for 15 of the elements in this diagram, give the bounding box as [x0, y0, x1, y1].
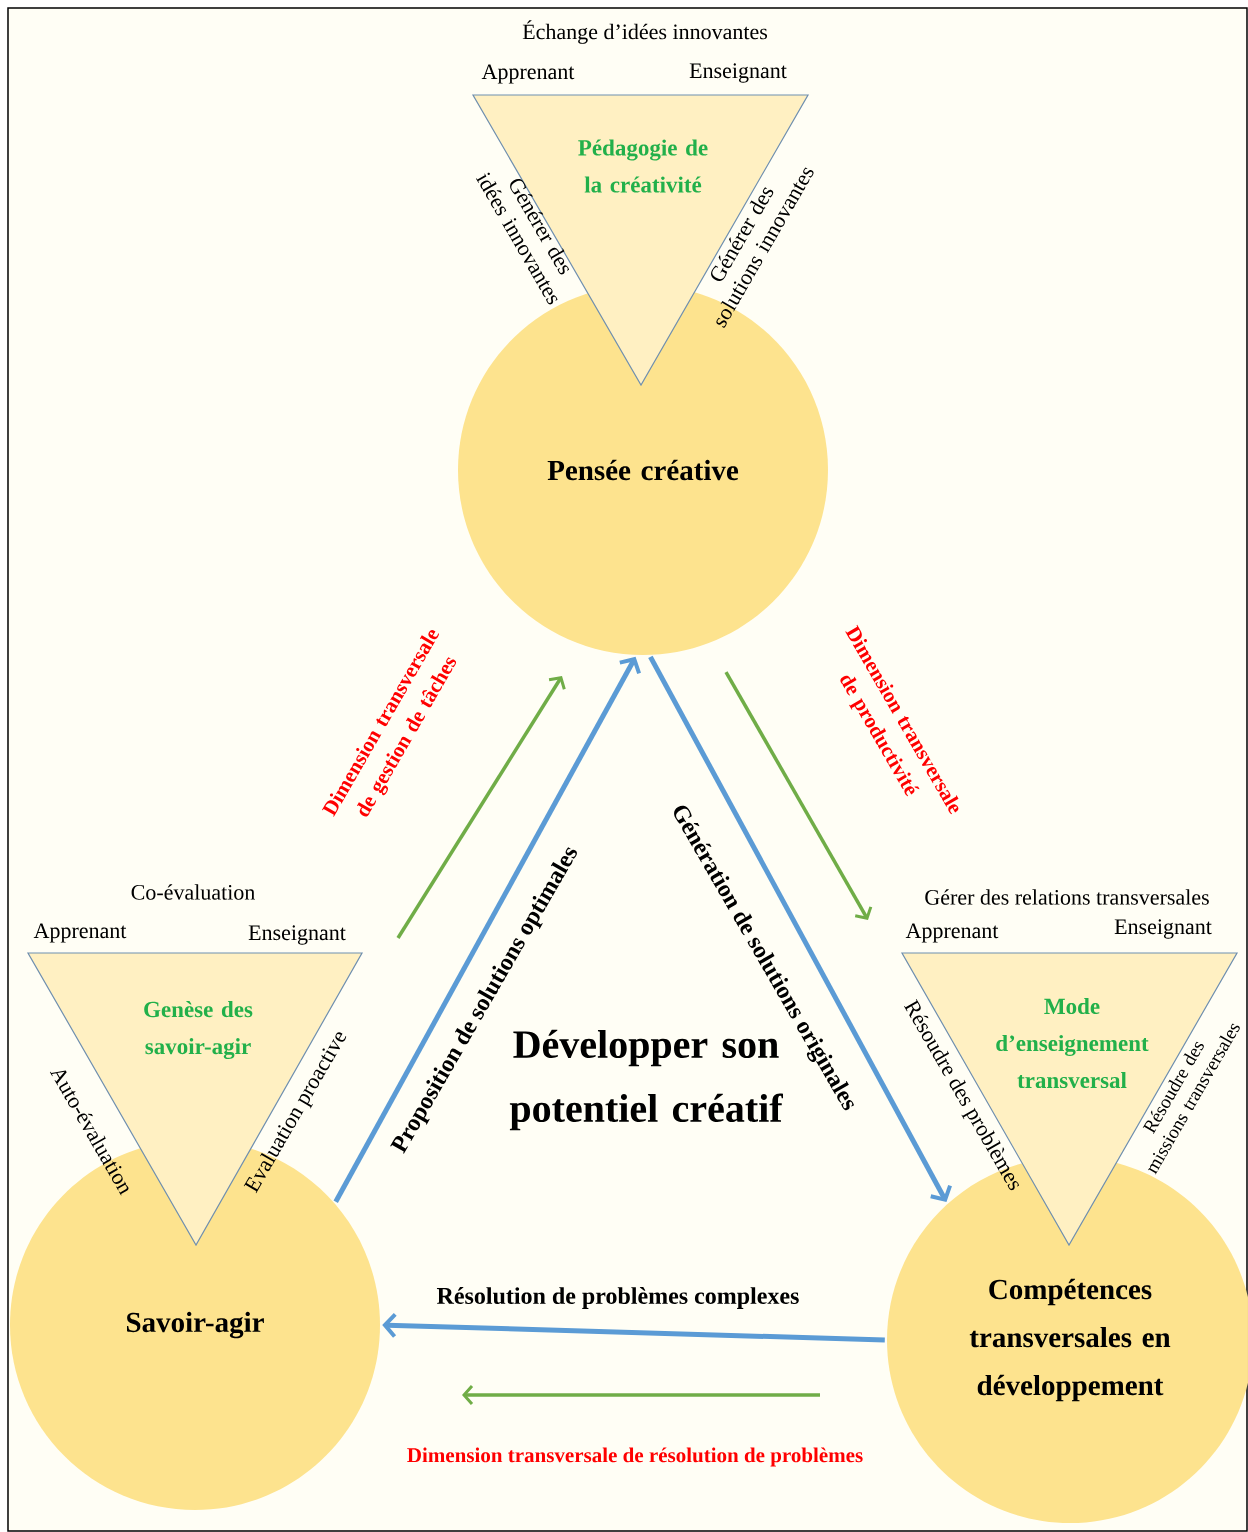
dimension-label: Dimension transversale de résolution de problèmes	[407, 1447, 863, 1467]
title-text: Développer son potentiel créatif	[509, 1029, 783, 1131]
corner-label: Apprenant	[33, 923, 127, 943]
corner-label: Enseignant	[248, 925, 346, 945]
corner-label: Enseignant	[689, 63, 787, 83]
heading: Échange d’idées innovantes	[522, 20, 767, 44]
arrow	[382, 1313, 885, 1343]
corner-label: Apprenant	[905, 923, 999, 943]
arrow	[648, 655, 952, 1203]
heading: Co-évaluation	[131, 884, 255, 900]
arrow	[333, 656, 641, 1203]
corner-label: Apprenant	[481, 64, 575, 84]
corner-label: Enseignant	[1114, 919, 1212, 939]
heading: Gérer des relations transversales	[925, 889, 1209, 905]
edge-label: Résolution de problèmes complexes	[436, 1287, 799, 1309]
